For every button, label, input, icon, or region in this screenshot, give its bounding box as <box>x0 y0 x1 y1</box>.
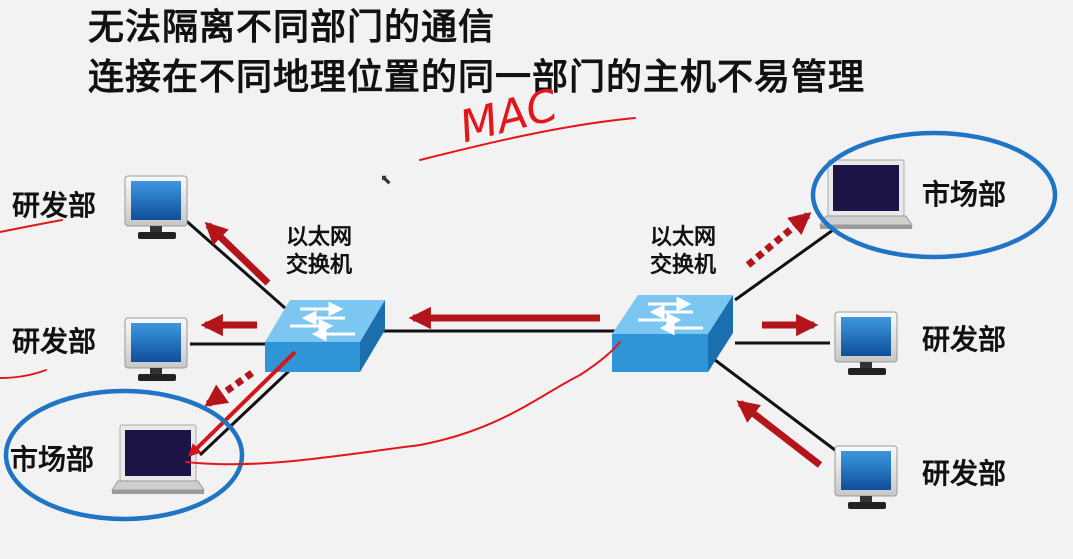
arrow-to-left-top <box>204 221 271 286</box>
monitor-right-bottom-icon <box>834 445 898 509</box>
host-label-left-mid: 研发部 <box>12 325 97 358</box>
underline-stroke <box>419 117 636 161</box>
host-label-left-bottom: 市场部 <box>10 443 95 476</box>
mouse-cursor-icon: ⬉ <box>380 172 392 188</box>
link-left-top <box>182 216 286 310</box>
host-label-right-bottom: 研发部 <box>922 457 1007 490</box>
right-switch-label-line1: 以太网 <box>650 225 717 250</box>
right-switch-icon <box>612 295 733 372</box>
link-left-bottom <box>198 368 292 457</box>
left-scribble-bottom <box>0 369 47 379</box>
left-switch-label-line2: 交换机 <box>286 253 353 278</box>
arrow-dashed-to-left-bottom <box>204 370 255 407</box>
left-switch-label-line1: 以太网 <box>286 225 353 250</box>
host-label-right-mid: 研发部 <box>922 323 1007 356</box>
link-right-bottom <box>714 358 836 452</box>
highlight-left-market <box>3 388 245 522</box>
left-switch-label: 以太网 交换机 <box>286 224 352 280</box>
curve-link-annotation <box>185 341 621 466</box>
host-label-right-top: 市场部 <box>922 178 1007 211</box>
monitor-left-mid-icon <box>124 317 188 381</box>
highlight-right-market <box>810 130 1058 260</box>
arrow-dashed-to-right-top <box>745 212 812 268</box>
left-switch-icon <box>265 300 385 372</box>
laptop-left-bottom-icon <box>111 424 205 494</box>
monitor-right-mid-icon <box>834 311 898 375</box>
left-scribble-top <box>0 219 63 233</box>
arrow-from-right-bottom <box>736 400 823 468</box>
link-right-top <box>734 223 841 302</box>
right-switch-label-line2: 交换机 <box>650 253 717 278</box>
host-label-left-top: 研发部 <box>12 189 97 222</box>
right-switch-label: 以太网 交换机 <box>650 224 716 280</box>
title-line-2: 连接在不同地理位置的同一部门的主机不易管理 <box>88 57 866 98</box>
flow-arrows <box>200 212 823 468</box>
title-line-1: 无法隔离不同部门的通信 <box>88 7 496 48</box>
laptop-right-top-icon <box>819 159 913 229</box>
monitor-left-top-icon <box>124 175 188 239</box>
handwritten-annotations <box>0 117 636 466</box>
network-links <box>182 216 841 457</box>
mac-annotation: MAC <box>455 80 563 153</box>
annotation-arrow-to-laptop <box>188 350 297 457</box>
